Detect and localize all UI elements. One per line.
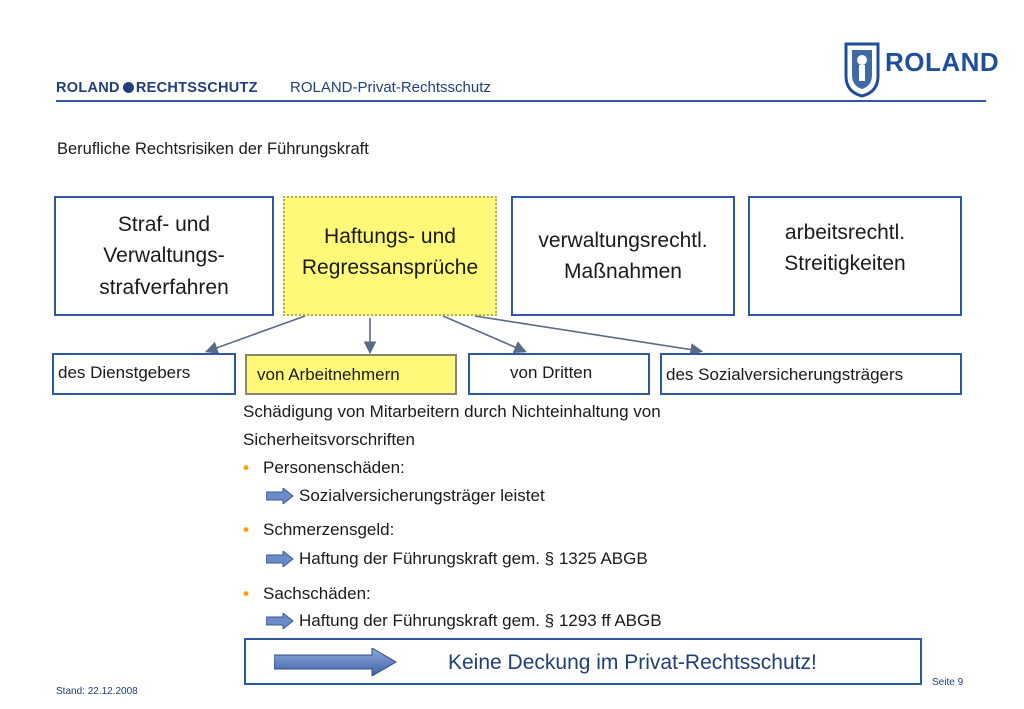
roland-shield-icon bbox=[844, 42, 880, 98]
conclusion-text: Keine Deckung im Privat-Rechtsschutz! bbox=[448, 651, 817, 674]
item-sachschaeden: • Sachschäden: bbox=[243, 584, 371, 604]
sub-box-arbeitnehmer: von Arbeitnehmern bbox=[245, 354, 457, 395]
sub-box-dritte: von Dritten bbox=[468, 353, 650, 395]
header-divider bbox=[56, 100, 986, 102]
brand-dot-icon bbox=[122, 82, 134, 93]
sub-box-dienstgeber: des Dienstgebers bbox=[52, 353, 236, 395]
item-title: Sachschäden: bbox=[263, 584, 371, 603]
box-verwaltungsrechtl-massnahmen: verwaltungsrechtl. Maßnahmen bbox=[511, 196, 735, 316]
conclusion-box bbox=[244, 638, 922, 685]
page-heading: Berufliche Rechtsrisiken der Führungskra… bbox=[57, 140, 369, 158]
box-arbeitsrechtl-streitigkeiten: arbeitsrechtl. Streitigkeiten bbox=[748, 196, 962, 316]
box-line: Straf- und bbox=[117, 212, 211, 236]
header-subtitle: ROLAND-Privat-Rechtsschutz bbox=[290, 79, 491, 96]
arrow-right-icon bbox=[266, 551, 294, 567]
box-line: Regressansprüche bbox=[301, 256, 479, 279]
item-consequence: Haftung der Führungskraft gem. § 1293 ff… bbox=[299, 611, 662, 630]
box-haftungs-regressansprueche: Haftungs- und Regressansprüche bbox=[283, 196, 497, 316]
item-schmerzensgeld: • Schmerzensgeld: bbox=[243, 520, 394, 540]
item-consequence: Sozialversicherungsträger leistet bbox=[299, 486, 545, 505]
big-arrow-right-icon bbox=[274, 648, 397, 676]
sub-box-label: des Dienstgebers bbox=[58, 363, 191, 382]
box-line: Verwaltungs- bbox=[103, 244, 225, 268]
sub-box-label: des Sozialversicherungsträgers bbox=[666, 365, 904, 384]
footer-page-number: Seite 9 bbox=[932, 677, 964, 688]
box-line: Streitigkeiten bbox=[784, 252, 906, 275]
intro-line-1: Schädigung von Mitarbeitern durch Nichte… bbox=[243, 402, 661, 421]
roland-logo-text: ROLAND bbox=[885, 47, 1000, 77]
arrow-right-icon bbox=[266, 488, 294, 504]
item-title: Personenschäden: bbox=[263, 458, 405, 477]
brand-wordmark: ROLAND RECHTSSCHUTZ bbox=[56, 80, 258, 96]
bullet-icon: • bbox=[243, 458, 249, 477]
box-line: strafverfahren bbox=[99, 275, 229, 299]
bullet-icon: • bbox=[243, 584, 249, 603]
arrow-right-icon bbox=[266, 613, 294, 629]
box-line: arbeitsrechtl. bbox=[784, 220, 906, 244]
sub-box-sozialversicherungstraeger: des Sozialversicherungsträgers bbox=[660, 353, 962, 395]
item-consequence: Haftung der Führungskraft gem. § 1325 AB… bbox=[299, 549, 648, 568]
item-personenschaeden: • Personenschäden: bbox=[243, 458, 405, 478]
item-title: Schmerzensgeld: bbox=[263, 520, 395, 539]
box-line: Haftungs- und bbox=[324, 224, 456, 248]
box-line: Maßnahmen bbox=[564, 260, 682, 283]
sub-box-label: von Dritten bbox=[510, 363, 593, 382]
sub-box-label: von Arbeitnehmern bbox=[257, 365, 400, 384]
arrow-to-sozialversicherung bbox=[474, 315, 704, 356]
brand-right: RECHTSSCHUTZ bbox=[135, 80, 258, 96]
box-line: verwaltungsrechtl. bbox=[538, 228, 708, 252]
intro-line-2: Sicherheitsvorschriften bbox=[243, 430, 415, 449]
box-straf-verwaltungsstrafverfahren: Straf- und Verwaltungs- strafverfahren bbox=[54, 196, 274, 316]
bullet-icon: • bbox=[243, 520, 249, 539]
arrow-to-dritte bbox=[442, 315, 527, 354]
brand-left: ROLAND bbox=[56, 80, 120, 96]
footer-date: Stand: 22.12.2008 bbox=[56, 686, 138, 697]
arrow-to-dienstgeber bbox=[204, 315, 306, 354]
